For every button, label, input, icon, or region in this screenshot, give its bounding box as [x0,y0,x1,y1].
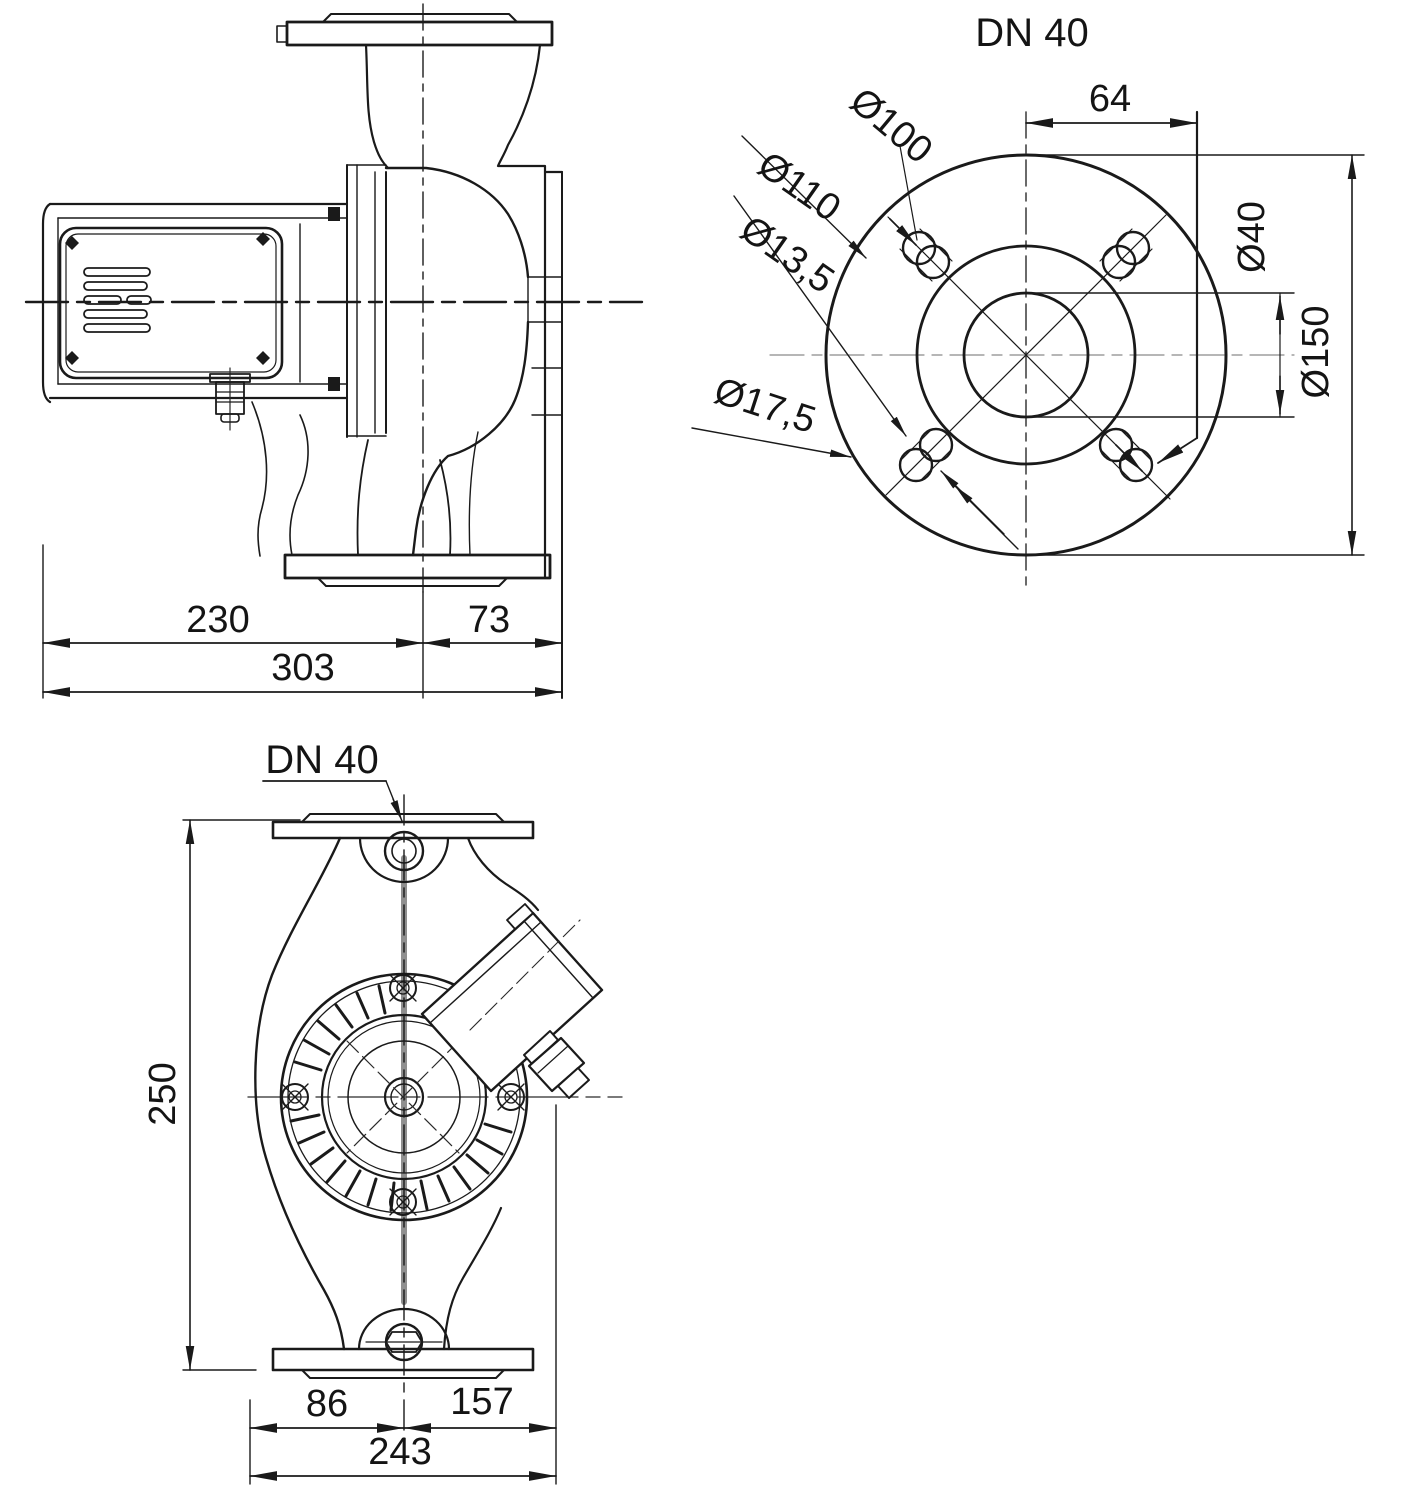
dim-label-64: 64 [1088,78,1132,120]
dim-label-d40: Ø40 [1231,201,1273,273]
dim-label-250: 250 [142,1062,184,1126]
dim-label-d150: Ø150 [1295,305,1337,399]
bottom-view-title: DN 40 [265,738,379,782]
dim-label-86: 86 [305,1383,349,1425]
flange-view-title: DN 40 [975,11,1089,55]
flange-view [691,110,1365,593]
side-view [24,3,644,699]
dim-label-230: 230 [186,599,250,641]
dim-label-157: 157 [450,1381,514,1423]
bottom-view [182,780,623,1485]
dim-label-243: 243 [368,1431,432,1473]
dim-label-303: 303 [271,647,335,689]
dim-label-73: 73 [467,599,511,641]
